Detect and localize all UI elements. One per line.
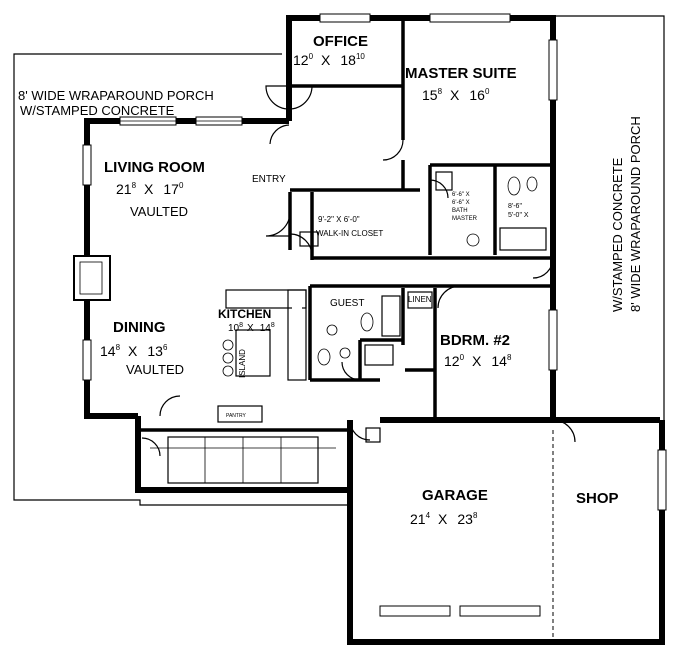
porch-left-line1: 8' WIDE WRAPAROUND PORCH: [18, 88, 214, 103]
living-room-label: LIVING ROOM: [104, 159, 205, 176]
entry-label: ENTRY: [252, 174, 286, 185]
fireplace: [73, 255, 111, 301]
bath2-dims-1: 8'-6": [508, 203, 522, 210]
dining-label: DINING: [113, 319, 166, 336]
porch-left-line2: W/STAMPED CONCRETE: [20, 103, 175, 118]
bath-name: BATH: [452, 208, 468, 214]
dining-vaulted: VAULTED: [126, 362, 184, 377]
kitchen-label: KITCHEN: [218, 307, 271, 321]
shop-label: SHOP: [576, 490, 619, 507]
porch-outline: [13, 15, 665, 506]
bath-master: MASTER: [452, 216, 478, 222]
guest-label: GUEST: [330, 298, 364, 309]
bedroom-2-label: BDRM. #2: [440, 332, 510, 349]
bath-dims-1: 6'-6" X: [452, 192, 470, 198]
bath-dims-2: 6'-6" X: [452, 200, 470, 206]
porch-right-line2: 8' WIDE WRAPAROUND PORCH: [628, 116, 643, 312]
doors: [141, 85, 576, 457]
windows: [82, 13, 667, 617]
walkin-label: WALK-IN CLOSET: [316, 229, 383, 238]
island-label: ISLAND: [238, 349, 247, 378]
bath-fixtures: [299, 171, 547, 443]
pergola: [150, 436, 336, 484]
interior-walls: [138, 20, 554, 640]
office-label: OFFICE: [313, 33, 368, 50]
porch-right-line1: W/STAMPED CONCRETE: [610, 157, 625, 312]
garage-label: GARAGE: [422, 487, 488, 504]
kitchen-cabinets: [217, 289, 307, 423]
living-room-vaulted: VAULTED: [130, 204, 188, 219]
pantry-label: PANTRY: [226, 413, 246, 419]
walkin-dims: 9'-2" X 6'-0": [318, 215, 360, 224]
bath2-dims-2: 5'-0" X: [508, 212, 529, 219]
linen-label: LINEN: [408, 295, 432, 304]
master-suite-label: MASTER SUITE: [405, 65, 517, 82]
